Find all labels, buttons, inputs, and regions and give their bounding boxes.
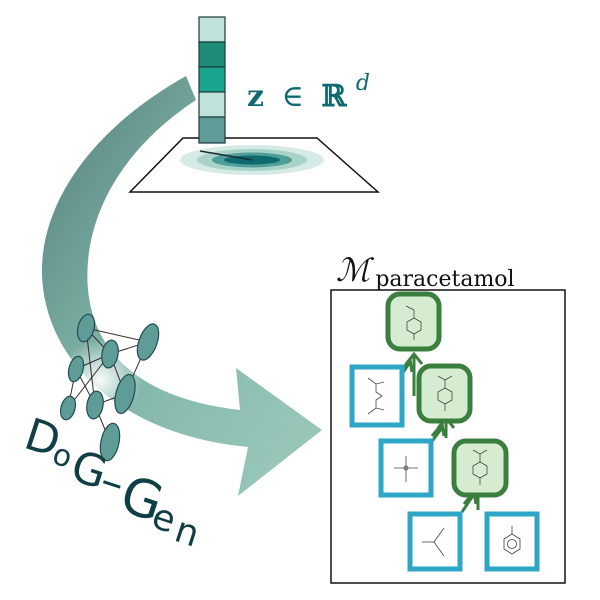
panel-subscript: paracetamol — [375, 267, 514, 292]
model-graph — [58, 313, 160, 462]
graph-node — [99, 422, 121, 462]
graph-node — [86, 390, 104, 420]
panel-title: ℳ paracetamol — [336, 251, 515, 292]
green-node-1 — [385, 291, 442, 352]
projection-line — [199, 150, 253, 161]
blue-node-1 — [349, 364, 405, 428]
element-of-symbol: ∈ — [282, 79, 304, 114]
blue-node-3 — [407, 511, 463, 572]
dimension-symbol: d — [356, 71, 370, 96]
blue-node-2 — [378, 438, 434, 498]
latent-vector — [198, 16, 226, 144]
brand-wordmark: D o G – G e n — [19, 409, 205, 556]
z-symbol: z — [247, 79, 264, 114]
graph-node — [114, 373, 136, 415]
graph-node — [59, 395, 77, 421]
graph-node — [136, 323, 160, 361]
green-node-3 — [451, 438, 509, 498]
green-node-2 — [416, 363, 473, 424]
graph-node — [101, 339, 119, 369]
real-space-symbol: ℝ — [321, 79, 347, 114]
graph-node — [67, 355, 85, 383]
blue-node-4 — [484, 511, 540, 572]
set-symbol: ℳ — [336, 251, 375, 289]
graph-node — [76, 313, 96, 343]
latent-label: z ∈ ℝ d — [247, 71, 370, 114]
